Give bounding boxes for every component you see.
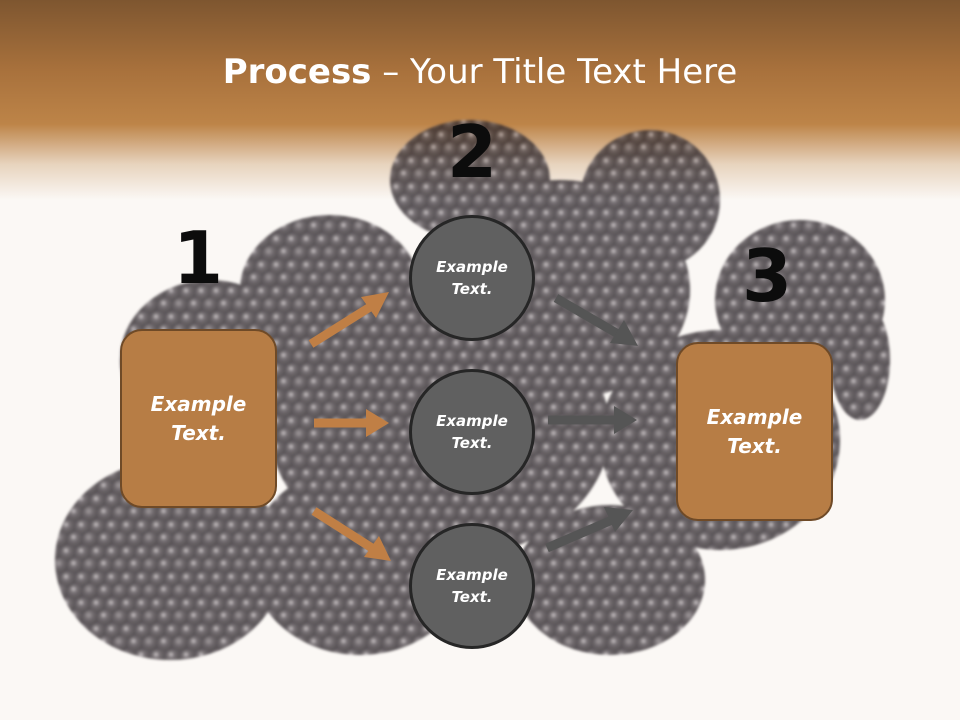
circle-top-line2: Text. (451, 280, 493, 298)
arrow-top-circle-to-box3 (553, 294, 638, 346)
arrow-box1-to-middle-circle (314, 409, 389, 437)
title-bold: Process (222, 52, 372, 92)
circle-top-line1: Example (436, 257, 508, 276)
step-3-box-line2: Text. (727, 433, 782, 458)
step-number-2: 2 (446, 110, 498, 194)
arrow-box1-to-bottom-circle (311, 507, 391, 561)
title-rest: – Your Title Text Here (371, 52, 738, 92)
slide-title: Process – Your Title Text Here (0, 52, 960, 92)
arrow-bottom-circle-to-box3 (545, 507, 633, 553)
step-3-box[interactable]: Example Text. (676, 342, 833, 521)
step-number-3: 3 (741, 234, 793, 318)
circle-middle-line1: Example (436, 411, 508, 430)
step-1-box-line2: Text. (171, 420, 226, 445)
step-2-circle-top[interactable]: Example Text. (409, 215, 535, 341)
circle-bottom-line2: Text. (451, 588, 493, 606)
step-1-box[interactable]: Example Text. (120, 329, 277, 508)
circle-middle-line2: Text. (451, 434, 493, 452)
arrow-box1-to-top-circle (308, 292, 389, 348)
step-2-circle-middle[interactable]: Example Text. (409, 369, 535, 495)
arrow-middle-circle-to-box3 (548, 406, 637, 434)
circle-bottom-line1: Example (436, 565, 508, 584)
step-3-box-line1: Example (706, 404, 803, 429)
step-2-circle-bottom[interactable]: Example Text. (409, 523, 535, 649)
step-number-1: 1 (172, 216, 224, 300)
step-1-box-line1: Example (150, 391, 247, 416)
